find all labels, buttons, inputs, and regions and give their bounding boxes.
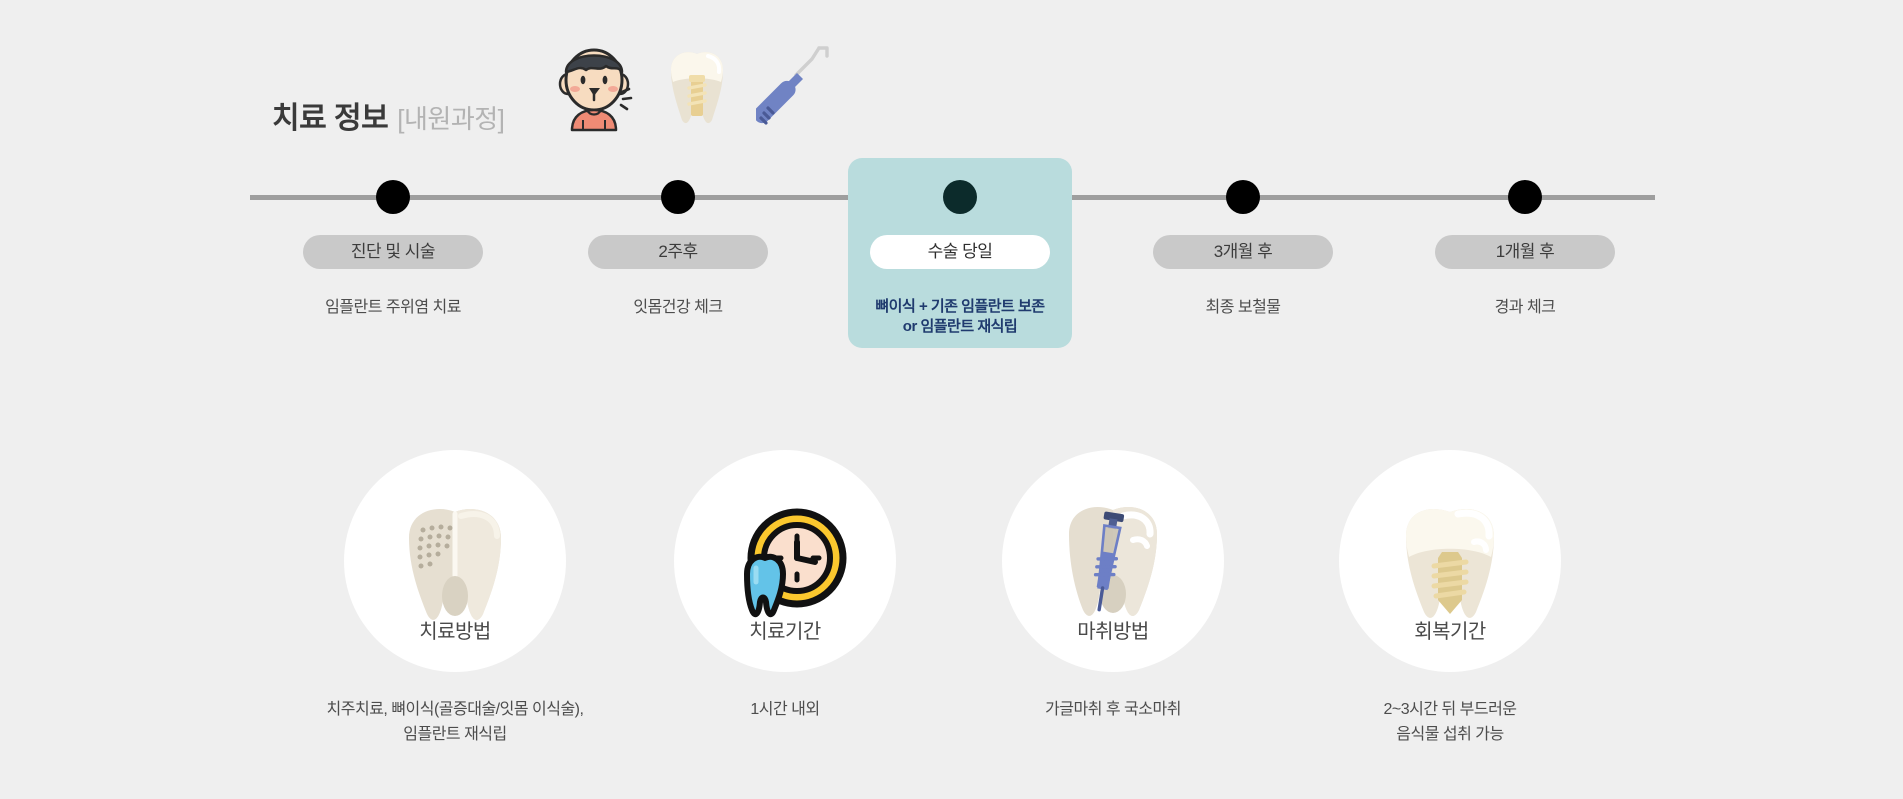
page-header: 치료 정보 [내원과정] — [0, 0, 1903, 150]
treatment-detail-cards: 치료방법 치주치료, 뼈이식(골증대술/잇몸 이식술), 임플란트 재식립 치료… — [0, 450, 1903, 770]
page-title: 치료 정보 [내원과정] — [272, 93, 505, 137]
timeline-pill-2[interactable]: 2주후 — [588, 235, 768, 269]
timeline-step-4[interactable]: 3개월 후 최종 보철물 — [1130, 150, 1356, 319]
detail-card-label-2: 치료기간 — [749, 621, 821, 643]
timeline-step-2[interactable]: 2주후 잇몸건강 체크 — [565, 150, 791, 319]
timeline-step-3[interactable]: 수술 당일 뼈이식 + 기존 임플란트 보존 or 임플란트 재식립 — [847, 150, 1073, 338]
detail-card-desc-1: 치주치료, 뼈이식(골증대술/잇몸 이식술), 임플란트 재식립 — [326, 701, 584, 743]
timeline-pill-3[interactable]: 수술 당일 — [870, 235, 1050, 269]
detail-card-label-3: 마취방법 — [1077, 621, 1149, 643]
timeline-pill-1[interactable]: 진단 및 시술 — [303, 235, 483, 269]
timeline-desc-1: 임플란트 주위염 치료 — [325, 299, 461, 316]
detail-card-desc-4: 2~3시간 뒤 부드러운 음식물 섭취 가능 — [1383, 701, 1517, 743]
timeline-dot-5 — [1508, 180, 1542, 214]
page-title-sub: [내원과정] — [397, 104, 505, 134]
detail-card-circle-2: 치료기간 — [674, 450, 896, 672]
treatment-timeline: 진단 및 시술 임플란트 주위염 치료 2주후 잇몸건강 체크 수술 당일 뼈이… — [0, 150, 1903, 380]
syringe-tooth-icon — [1053, 490, 1173, 635]
timeline-step-5[interactable]: 1개월 후 경과 체크 — [1412, 150, 1638, 319]
timeline-desc-5: 경과 체크 — [1494, 299, 1556, 316]
timeline-pill-4[interactable]: 3개월 후 — [1153, 235, 1333, 269]
clock-tooth-icon — [723, 502, 847, 627]
detail-card-label-1: 치료방법 — [419, 621, 491, 643]
timeline-desc-2: 잇몸건강 체크 — [633, 299, 723, 316]
detail-card-anesthesia-method[interactable]: 마취방법 가글마취 후 국소마취 — [963, 450, 1263, 723]
timeline-dot-3 — [943, 180, 977, 214]
tooth-implant-icon — [662, 44, 732, 131]
detail-card-desc-3: 가글마취 후 국소마취 — [1045, 701, 1181, 718]
timeline-dot-4 — [1226, 180, 1260, 214]
detail-card-circle-1: 치료방법 — [344, 450, 566, 672]
detail-card-label-4: 회복기간 — [1414, 621, 1486, 643]
header-icon-group — [552, 30, 882, 135]
patient-face-icon — [552, 32, 636, 137]
timeline-desc-3: 뼈이식 + 기존 임플란트 보존 or 임플란트 재식립 — [875, 298, 1045, 336]
detail-card-treatment-method[interactable]: 치료방법 치주치료, 뼈이식(골증대술/잇몸 이식술), 임플란트 재식립 — [305, 450, 605, 748]
detail-card-treatment-duration[interactable]: 치료기간 1시간 내외 — [635, 450, 935, 723]
timeline-step-1[interactable]: 진단 및 시술 임플란트 주위염 치료 — [280, 150, 506, 319]
tooth-implant-screw-icon — [1392, 496, 1508, 631]
timeline-dot-1 — [376, 180, 410, 214]
tooth-decay-icon — [395, 498, 515, 631]
detail-card-recovery-period[interactable]: 회복기간 2~3시간 뒤 부드러운 음식물 섭취 가능 — [1300, 450, 1600, 748]
detail-card-desc-2: 1시간 내외 — [750, 701, 820, 718]
detail-card-circle-4: 회복기간 — [1339, 450, 1561, 672]
detail-card-circle-3: 마취방법 — [1002, 450, 1224, 672]
timeline-desc-4: 최종 보철물 — [1205, 299, 1281, 316]
timeline-dot-2 — [661, 180, 695, 214]
page-title-main: 치료 정보 — [272, 102, 389, 135]
timeline-pill-5[interactable]: 1개월 후 — [1435, 235, 1615, 269]
dental-probe-icon — [753, 38, 834, 135]
